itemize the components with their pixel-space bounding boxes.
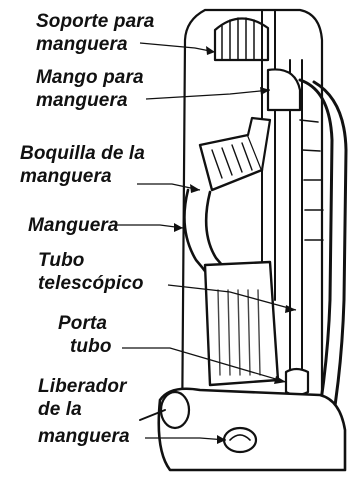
wand-holder — [284, 367, 310, 397]
base — [157, 387, 347, 472]
label-boquilla-line1: Boquilla de la — [20, 143, 145, 164]
leader-porta — [122, 347, 287, 383]
label-liberador-line1: Liberador — [38, 376, 127, 397]
label-liberador-line2: de la — [38, 399, 82, 420]
label-porta-line1: Porta — [58, 313, 108, 334]
label-mango-line2: manguera — [36, 90, 128, 111]
label-soporte-line1: Soporte para — [36, 11, 155, 32]
hose-handle — [266, 68, 302, 112]
wheel — [159, 390, 191, 430]
label-liberador-line3: manguera — [38, 426, 130, 447]
dirt-container — [203, 260, 280, 387]
label-boquilla-line2: manguera — [20, 166, 112, 187]
hose-holder-top — [213, 17, 270, 62]
label-porta-line2: tubo — [70, 336, 112, 357]
hose-right — [298, 78, 334, 422]
label-mango-line1: Mango para — [36, 67, 144, 88]
hose-release — [222, 426, 258, 454]
leader-mango — [145, 89, 271, 100]
leader-manguera — [116, 224, 184, 229]
label-tubo-line2: telescópico — [38, 273, 144, 294]
label-manguera: Manguera — [28, 215, 119, 236]
leader-tubo — [167, 284, 297, 311]
label-tubo-line1: Tubo — [38, 250, 85, 271]
label-soporte-line2: manguera — [36, 34, 128, 55]
